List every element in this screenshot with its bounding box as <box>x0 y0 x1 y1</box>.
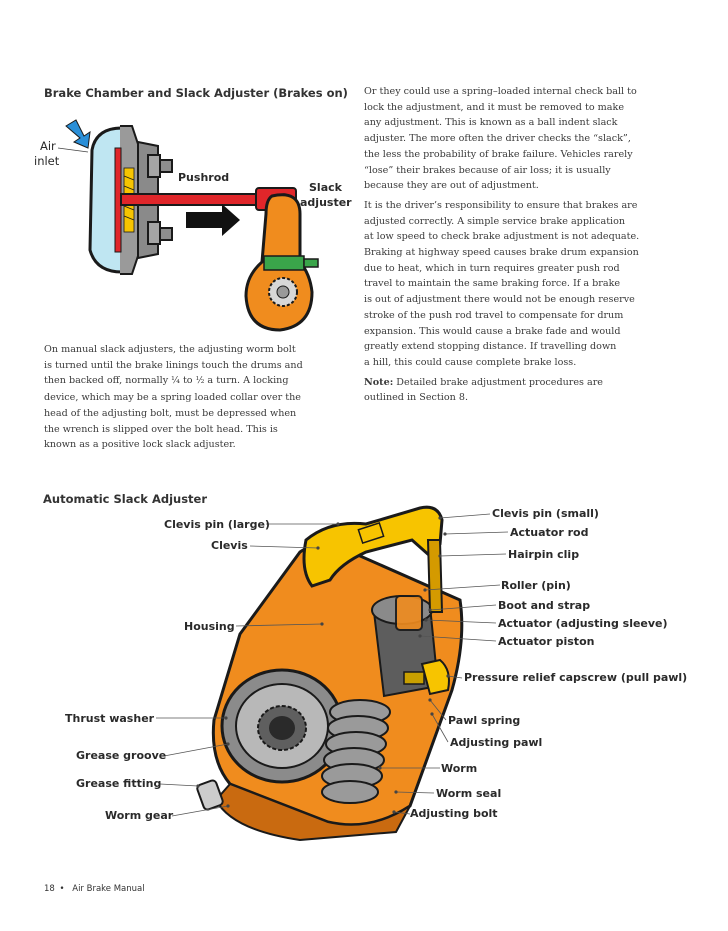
left-para-line-3a: then backed off, normally <box>44 375 172 387</box>
label-clevis-pin-large: Clevis pin (large) <box>164 518 270 531</box>
page-number: 18 <box>44 884 55 894</box>
label-pawl-spring: Pawl spring <box>448 714 521 727</box>
label-actuator-rod: Actuator rod <box>510 526 589 539</box>
air-inlet-label-2: inlet <box>34 154 60 168</box>
rp2-line-1: It is the driver’s responsibility to ens… <box>364 199 638 211</box>
label-adjusting-pawl: Adjusting pawl <box>450 736 543 749</box>
motion-arrow <box>186 204 240 236</box>
rp2-line-10: greatly extend stopping distance. If tra… <box>364 341 617 353</box>
rp2-line-5: due to heat, which in turn requires grea… <box>364 262 620 274</box>
label-pressure-relief-capscrew: Pressure relief capscrew (pull pawl) <box>464 671 688 684</box>
rp1-line-6: “lose” their brakes because of air loss;… <box>364 164 611 176</box>
right-paragraph-1: Or they could use a spring–loaded intern… <box>364 84 664 194</box>
rp1-line-1: Or they could use a spring–loaded intern… <box>364 86 637 97</box>
left-para-line-4: device, which may be a spring loaded col… <box>44 392 301 404</box>
label-clevis: Clevis <box>211 539 248 552</box>
footer-bullet: • <box>59 884 65 894</box>
label-worm-seal: Worm seal <box>436 787 502 800</box>
note-text-1: Detailed brake adjustment procedures are <box>393 376 603 388</box>
manual-slack-adjuster-paragraph: On manual slack adjusters, the adjusting… <box>44 342 344 453</box>
left-para-line-3: then backed off, normally ¼ to ½ a turn.… <box>44 373 344 390</box>
label-worm: Worm <box>441 762 478 775</box>
rp1-line-5: the less the probability of brake failur… <box>364 148 633 160</box>
left-para-line-3c: a turn. A locking <box>204 375 289 387</box>
label-actuator-piston: Actuator piston <box>498 635 595 648</box>
rp2-line-4: Braking at highway speed causes brake dr… <box>364 247 639 259</box>
page-footer: 18 • Air Brake Manual <box>44 884 145 894</box>
slack-adjuster-label-2: adjuster <box>300 196 352 209</box>
right-column: Or they could use a spring–loaded intern… <box>364 84 664 406</box>
air-inlet-arrow <box>65 119 91 149</box>
note-line-2: outlined in Section 8. <box>364 392 468 404</box>
air-inlet-label-1: Air <box>40 139 56 153</box>
worm-spring <box>321 699 391 804</box>
left-para-line-7: known as a positive lock slack adjuster. <box>44 439 236 451</box>
left-para-line-6: the wrench is slipped over the bolt head… <box>44 423 278 435</box>
rp2-line-8: stroke of the push rod travel to compens… <box>364 309 624 321</box>
label-grease-fitting: Grease fitting <box>76 777 162 790</box>
note-line-1: Note: Detailed brake adjustment procedur… <box>364 375 664 391</box>
right-paragraph-2: It is the driver’s responsibility to ens… <box>364 198 664 371</box>
label-boot-and-strap: Boot and strap <box>498 599 591 612</box>
actuator-rod <box>426 539 444 613</box>
label-adjusting-bolt: Adjusting bolt <box>410 807 498 820</box>
pushrod-label: Pushrod <box>178 171 230 184</box>
left-para-line-3b: to <box>179 375 196 387</box>
rp1-line-7: because they are out of adjustment. <box>364 180 539 192</box>
label-hairpin-clip: Hairpin clip <box>508 548 580 561</box>
fraction-quarter: ¼ <box>171 376 180 387</box>
fraction-half: ½ <box>195 376 205 387</box>
note-label: Note: <box>364 376 394 388</box>
rp2-line-3: at low speed to check brake adjustment i… <box>364 231 640 243</box>
label-roller-pin: Roller (pin) <box>501 579 571 592</box>
rp2-line-7: is out of adjustment there would not be … <box>364 294 635 306</box>
rp1-line-4: adjuster. The more often the driver chec… <box>364 133 631 145</box>
rp2-line-9: expansion. This would cause a brake fade… <box>364 325 621 337</box>
label-worm-gear: Worm gear <box>105 809 174 822</box>
left-para-line-5: head of the adjusting bolt, must be depr… <box>44 407 297 419</box>
rp1-line-2: lock the adjustment, and it must be remo… <box>364 101 624 113</box>
note-paragraph: Note: Detailed brake adjustment procedur… <box>364 375 664 406</box>
label-grease-groove: Grease groove <box>76 749 167 762</box>
rp2-line-2: adjusted correctly. A simple service bra… <box>364 215 626 227</box>
footer-title: Air Brake Manual <box>72 884 145 894</box>
label-thrust-washer: Thrust washer <box>65 712 155 725</box>
bottom-figure-caption: Automatic Slack Adjuster <box>43 492 208 506</box>
top-figure-caption: Brake Chamber and Slack Adjuster (Brakes… <box>44 86 348 100</box>
rp1-line-3: any adjustment. This is known as a ball … <box>364 117 618 129</box>
slack-adjuster-label-1: Slack <box>309 181 342 194</box>
label-housing: Housing <box>184 620 235 633</box>
label-actuator-sleeve: Actuator (adjusting sleeve) <box>498 617 668 630</box>
label-clevis-pin-small: Clevis pin (small) <box>492 507 599 520</box>
grease-fitting-part <box>196 779 224 811</box>
left-para-line-2: is turned until the brake linings touch … <box>44 359 303 371</box>
rp2-line-6: travel to maintain the same braking forc… <box>364 278 621 290</box>
rp2-line-11: a hill, this could cause complete brake … <box>364 356 577 368</box>
left-para-line-1: On manual slack adjusters, the adjusting… <box>44 344 296 355</box>
